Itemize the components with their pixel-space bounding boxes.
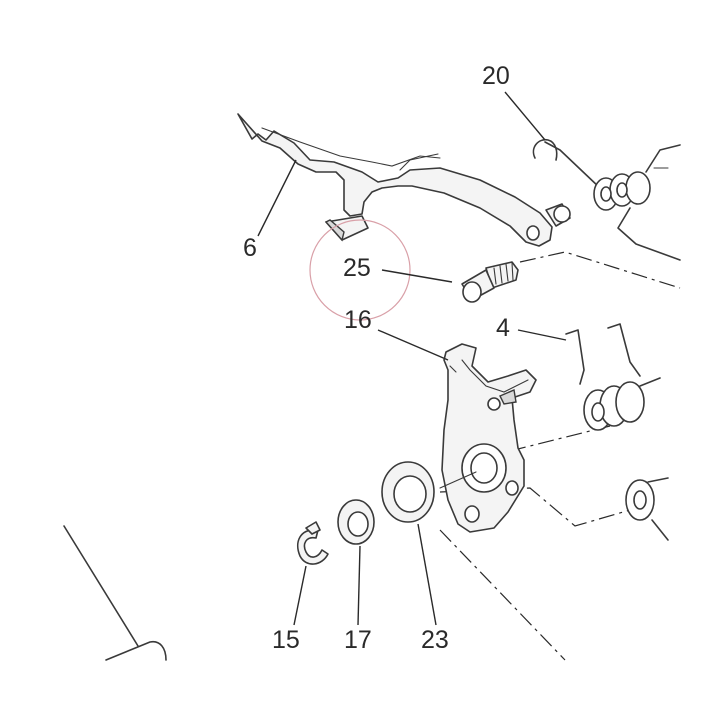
part-labels: 20 6 25 16 4 15 17 23	[243, 62, 510, 654]
part-25-screw	[461, 261, 519, 303]
label-6: 6	[243, 234, 257, 262]
part-4-spring	[565, 323, 661, 431]
right-washer-parts	[625, 477, 669, 541]
part-17-washer	[337, 499, 375, 545]
label-25: 25	[343, 254, 371, 282]
label-17: 17	[344, 626, 372, 654]
label-15: 15	[272, 626, 300, 654]
label-23: 23	[421, 626, 449, 654]
cropped-outline	[63, 525, 167, 661]
highlight-circle	[309, 219, 411, 321]
part-15-snap-ring	[296, 521, 329, 565]
part-6-lever	[237, 113, 571, 247]
label-4: 4	[496, 314, 510, 342]
part-23-washer	[381, 461, 477, 523]
label-20: 20	[482, 62, 510, 90]
label-16: 16	[344, 306, 372, 334]
leader-lines	[257, 91, 567, 626]
part-16-bracket	[441, 343, 537, 533]
part-20-spring	[532, 138, 681, 261]
